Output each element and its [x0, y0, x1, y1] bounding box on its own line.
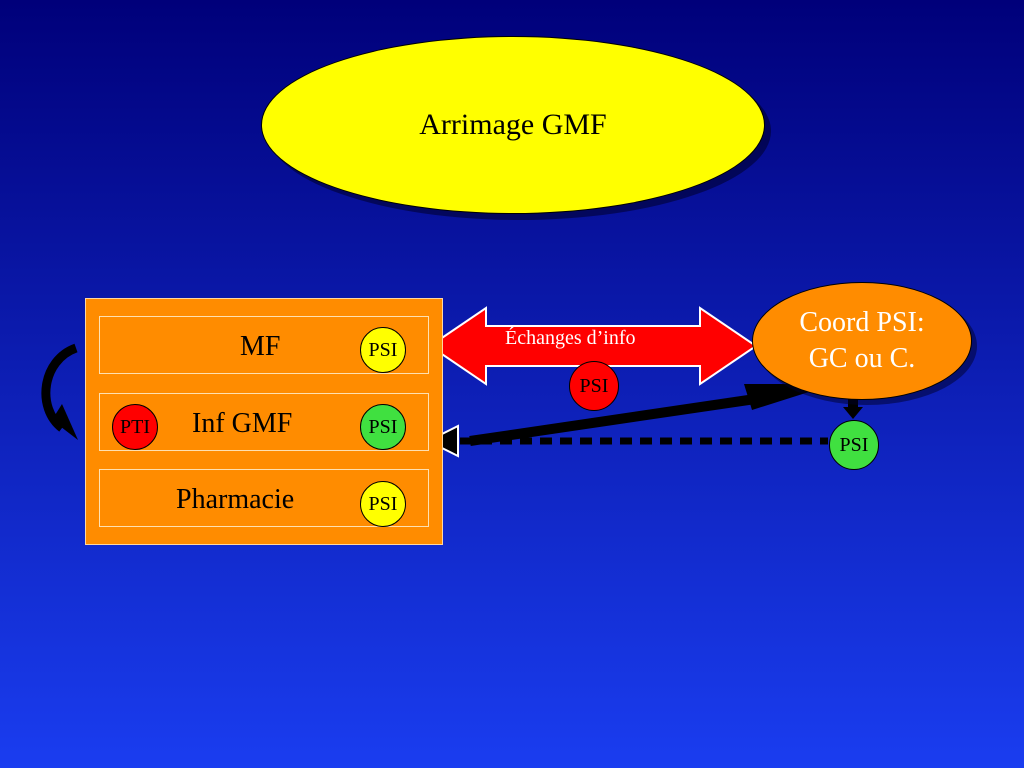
- row-label-mf: MF: [240, 331, 281, 362]
- coord-ellipse: Coord PSI: GC ou C.: [752, 282, 972, 400]
- solid-arrow-to-coord: [469, 393, 763, 446]
- row-pharmacie: Pharmacie: [99, 469, 429, 527]
- page-title: Arrimage GMF: [419, 108, 607, 141]
- row-mf: MF: [99, 316, 429, 374]
- row-label-pharmacie: Pharmacie: [176, 484, 295, 515]
- row-inf-gmf: Inf GMF: [99, 393, 429, 451]
- down-arrow-shaft: [848, 393, 858, 409]
- pti-badge-inf: PTI: [112, 404, 158, 450]
- coord-line2: GC ou C.: [808, 343, 916, 374]
- row-label-inf-gmf: Inf GMF: [192, 408, 293, 439]
- exchange-label: Échanges d’info: [505, 327, 636, 349]
- psi-badge-pharmacie: PSI: [360, 481, 406, 527]
- psi-badge-exchange: PSI: [569, 361, 619, 411]
- title-ellipse: Arrimage GMF: [261, 36, 765, 214]
- dotted-arrow-head: [425, 424, 459, 458]
- down-arrow-head: [843, 407, 863, 419]
- psi-badge-inf: PSI: [360, 404, 406, 450]
- coord-line1: Coord PSI:: [799, 307, 925, 338]
- psi-badge-coord: PSI: [829, 420, 879, 470]
- psi-badge-mf: PSI: [360, 327, 406, 373]
- curved-arrow-head: [52, 404, 78, 440]
